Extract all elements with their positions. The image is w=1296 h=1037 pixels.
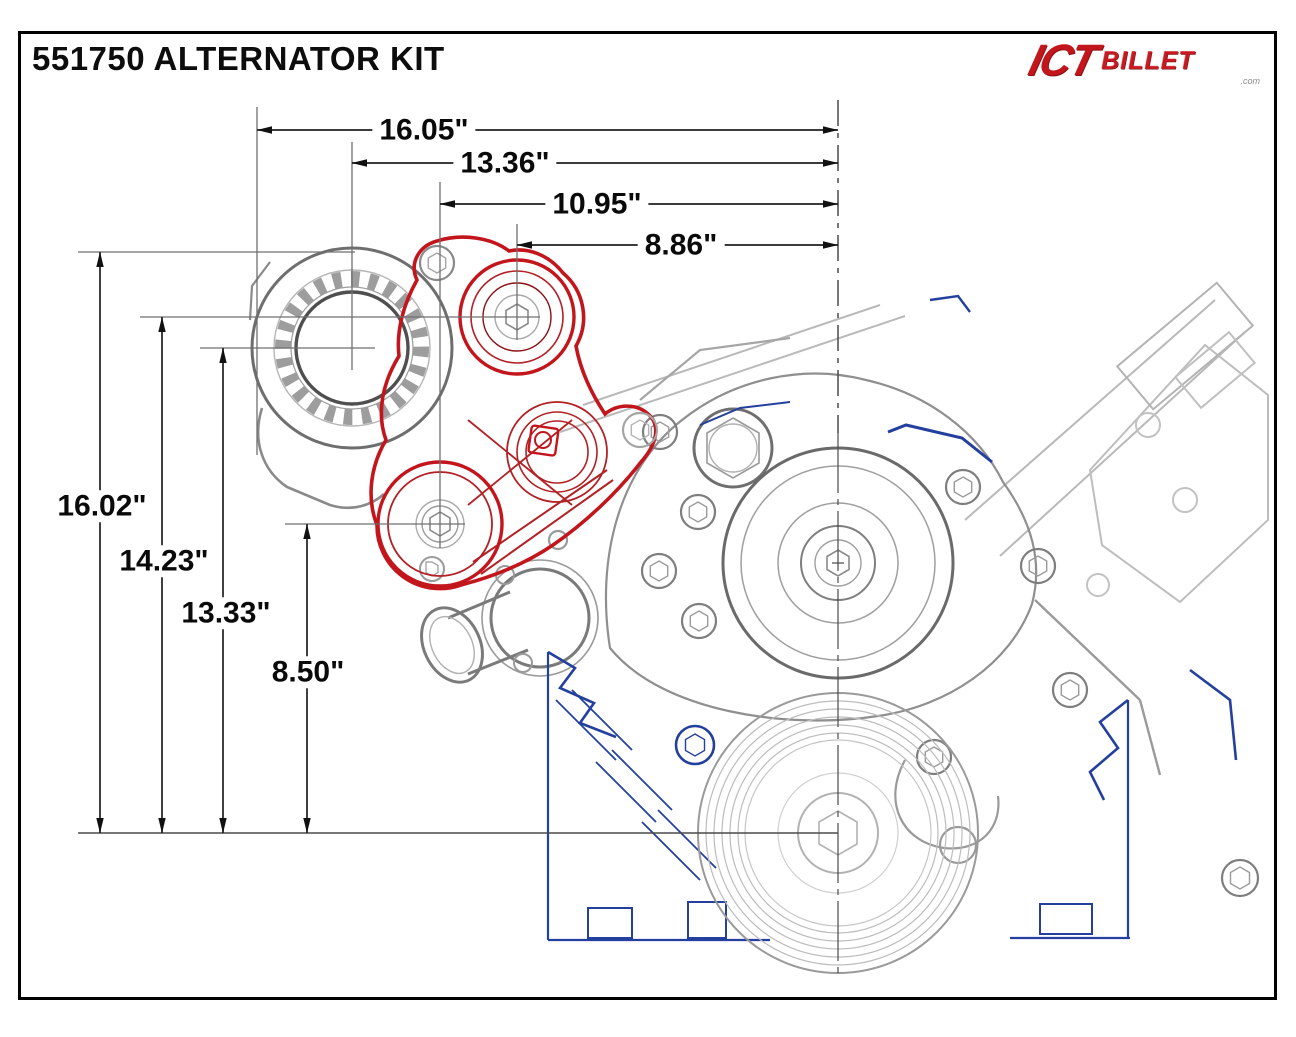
dim-label-vertical-2: 14.23" [112,545,216,577]
dim-label-vertical-3: 13.33" [174,597,278,629]
cylinder-heads [559,281,1269,776]
drawing-title: 551750 ALTERNATOR KIT [32,40,445,77]
dim-label-horizontal-2: 13.36" [453,147,557,179]
engine-block-blue [546,294,1238,942]
dim-label-vertical-4: 8.50" [264,656,352,688]
thermostat-boss [692,407,774,489]
alternator-drawing [248,246,454,510]
logo-billet-text: BILLET [1101,47,1195,75]
extension-lines [78,107,540,548]
water-outlet-housing [419,556,599,684]
dim-label-horizontal-1: 16.05" [372,114,476,146]
ict-billet-logo: ICT BILLET .com [1024,36,1266,88]
centerlines [78,100,839,975]
logo-com-text: .com [1240,76,1260,86]
dim-label-horizontal-4: 8.86" [637,229,725,261]
cover-bolts [547,413,1260,898]
dim-label-vertical-1: 16.02" [50,490,154,522]
drawing-border [18,31,1277,1000]
timing-cover [604,336,1038,865]
dim-label-horizontal-3: 10.95" [545,188,649,220]
